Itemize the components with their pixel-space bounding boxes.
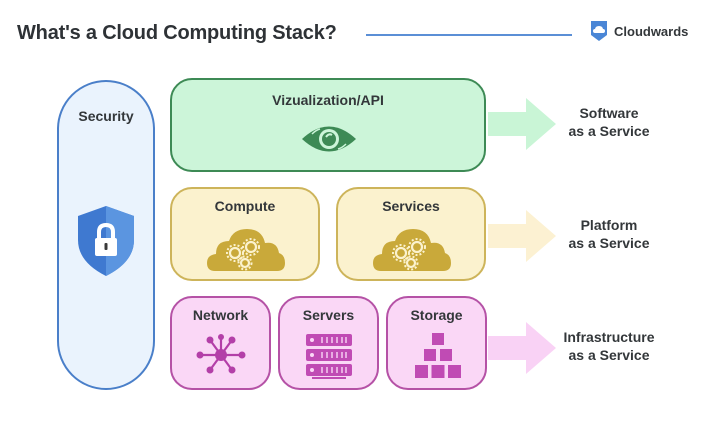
layer-label-line2: as a Service [568,235,650,251]
cloud-shield-icon [591,21,607,41]
component-label: Services [382,198,440,214]
component-box-storage: Storage [386,296,487,390]
shield-lock-icon [78,206,134,276]
component-label: Storage [410,307,463,323]
arrow-paas [488,210,556,262]
security-pillar: Security [57,80,155,390]
layer-label-line1: Software [579,105,639,121]
layer-label-saas: Software as a Service [549,104,669,140]
page-title: What's a Cloud Computing Stack? [17,22,337,44]
component-label: Vizualization/API [272,92,384,108]
arrow-iaas [488,322,556,374]
brand-logo: Cloudwards [590,20,688,42]
layer-label-line2: as a Service [568,347,650,363]
component-label: Servers [302,307,355,323]
layer-label-line2: as a Service [568,123,650,139]
component-box-network: Network [170,296,271,390]
security-label: Security [78,108,134,124]
component-box-servers: Servers [278,296,379,390]
server-rack-icon [306,334,352,379]
network-hub-icon [196,334,246,374]
title-divider [366,34,572,36]
layer-label-line1: Platform [580,217,638,233]
component-box-services: Services [336,187,486,281]
stacked-blocks-icon [415,333,461,378]
layer-label-paas: Platform as a Service [549,216,669,252]
component-label: Network [192,307,249,323]
component-box-compute: Compute [170,187,320,281]
layer-label-line1: Infrastructure [563,329,655,345]
component-label: Compute [214,198,276,214]
layer-label-iaas: Infrastructure as a Service [549,328,669,364]
cloud-gears-icon [207,229,285,271]
eye-icon [302,126,356,152]
arrow-saas [488,98,556,150]
brand-name: Cloudwards [614,23,689,39]
layer-box-visualization-api: Vizualization/API [170,78,486,172]
cloud-gears-icon [373,229,451,271]
